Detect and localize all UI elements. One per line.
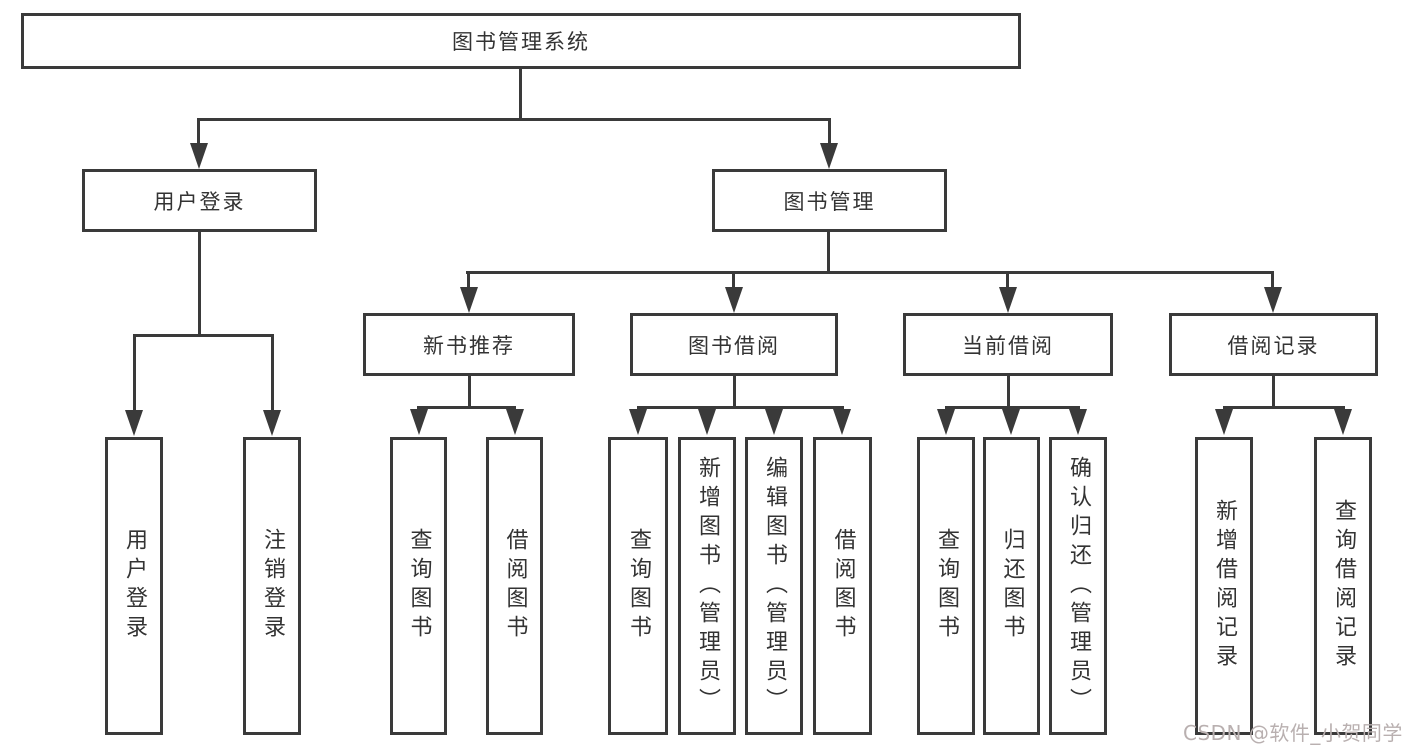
node-book-management: 图书管理 — [712, 169, 947, 232]
connector-mgmt-drop-1 — [467, 274, 470, 288]
connector-mgmt-drop-2 — [732, 274, 735, 288]
leaf-logout: 注销登录 — [243, 437, 301, 735]
connector-mgmt-rail — [466, 271, 1274, 274]
leaf-add-books-admin: 新增图书（管理员） — [678, 437, 736, 735]
arrow-down-icon — [1215, 409, 1233, 435]
arrow-down-icon — [629, 409, 647, 435]
node-current-borrow-label: 当前借阅 — [962, 333, 1054, 358]
leaf-query-borrow-record-label: 查询借阅记录 — [1331, 499, 1356, 673]
leaf-query-books-recommend-label: 查询图书 — [406, 528, 432, 644]
leaf-return-books-label: 归还图书 — [999, 528, 1025, 644]
csdn-watermark: CSDN @软件_小贺同学 — [1183, 721, 1403, 745]
node-new-book-recommend-label: 新书推荐 — [423, 333, 515, 358]
arrow-down-icon — [725, 287, 743, 313]
leaf-confirm-return-admin: 确认归还（管理员） — [1049, 437, 1107, 735]
connector-root-stem — [519, 69, 522, 118]
connector-g2-rail — [417, 406, 516, 409]
leaf-query-books-current-label: 查询图书 — [934, 528, 959, 644]
connector-g5-stem — [1272, 376, 1275, 409]
arrow-down-icon — [263, 410, 281, 436]
leaf-confirm-return-admin-label: 确认归还（管理员） — [1066, 455, 1091, 717]
connector-g3-stem — [733, 376, 736, 409]
node-user-login: 用户登录 — [82, 169, 317, 232]
leaf-user-login-label: 用户登录 — [122, 528, 147, 644]
node-borrow-records: 借阅记录 — [1169, 313, 1378, 376]
arrow-down-icon — [1069, 409, 1087, 435]
leaf-query-books-borrow: 查询图书 — [608, 437, 668, 735]
leaf-logout-label: 注销登录 — [260, 528, 285, 644]
arrow-down-icon — [1002, 409, 1020, 435]
leaf-borrow-books-recommend: 借阅图书 — [486, 437, 543, 735]
leaf-add-borrow-record-label: 新增借阅记录 — [1212, 499, 1237, 673]
leaf-edit-books-admin-label: 编辑图书（管理员） — [762, 455, 787, 717]
connector-login-drop-1 — [133, 334, 136, 410]
leaf-borrow-books-label: 借阅图书 — [830, 528, 856, 644]
leaf-user-login: 用户登录 — [105, 437, 163, 735]
arrow-down-icon — [698, 409, 716, 435]
connector-mgmt-drop-4 — [1271, 274, 1274, 288]
connector-g4-rail — [945, 406, 1080, 409]
arrow-down-icon — [1334, 409, 1352, 435]
node-root: 图书管理系统 — [21, 13, 1021, 69]
arrow-down-icon — [999, 287, 1017, 313]
connector-g5-rail — [1223, 406, 1345, 409]
leaf-add-borrow-record: 新增借阅记录 — [1195, 437, 1253, 735]
arrow-down-icon — [833, 409, 851, 435]
leaf-borrow-books-recommend-label: 借阅图书 — [502, 528, 528, 644]
node-book-borrow: 图书借阅 — [630, 313, 838, 376]
arrow-down-icon — [506, 409, 524, 435]
node-root-label: 图书管理系统 — [452, 30, 590, 54]
leaf-query-books-recommend: 查询图书 — [390, 437, 447, 735]
connector-login-drop-2 — [271, 334, 274, 410]
arrow-down-icon — [125, 410, 143, 436]
leaf-return-books: 归还图书 — [983, 437, 1040, 735]
leaf-borrow-books: 借阅图书 — [813, 437, 872, 735]
arrow-down-icon — [765, 409, 783, 435]
arrow-down-icon — [190, 143, 208, 169]
node-book-borrow-label: 图书借阅 — [688, 333, 780, 358]
node-borrow-records-label: 借阅记录 — [1227, 333, 1320, 358]
node-user-login-label: 用户登录 — [153, 189, 246, 214]
connector-root-drop-right — [828, 121, 831, 143]
connector-root-drop-left — [197, 121, 200, 143]
connector-g2-stem — [468, 376, 471, 409]
arrow-down-icon — [460, 287, 478, 313]
leaf-query-borrow-record: 查询借阅记录 — [1314, 437, 1372, 735]
connector-g3-rail — [637, 406, 844, 409]
node-new-book-recommend: 新书推荐 — [363, 313, 575, 376]
arrow-down-icon — [937, 409, 955, 435]
connector-login-rail — [133, 334, 274, 337]
connector-mgmt-drop-3 — [1006, 274, 1009, 288]
arrow-down-icon — [820, 143, 838, 169]
arrow-down-icon — [1264, 287, 1282, 313]
node-book-management-label: 图书管理 — [783, 189, 876, 214]
leaf-add-books-admin-label: 新增图书（管理员） — [695, 455, 720, 717]
connector-root-rail — [197, 118, 831, 121]
leaf-query-books-current: 查询图书 — [917, 437, 975, 735]
connector-login-stem — [198, 232, 201, 334]
leaf-edit-books-admin: 编辑图书（管理员） — [745, 437, 803, 735]
leaf-query-books-borrow-label: 查询图书 — [626, 528, 651, 644]
connector-mgmt-stem — [827, 232, 830, 271]
node-current-borrow: 当前借阅 — [903, 313, 1113, 376]
connector-g4-stem — [1007, 376, 1010, 409]
arrow-down-icon — [410, 409, 428, 435]
